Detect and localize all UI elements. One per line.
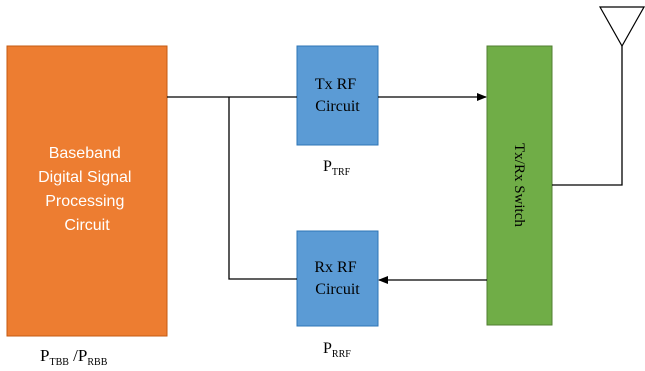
switch-rect <box>486 45 553 326</box>
baseband-line-4: Circuit <box>64 217 110 234</box>
baseband-line-2: Digital Signal <box>38 169 131 186</box>
rx-rf-line-2: Circuit <box>315 281 360 298</box>
baseband-power-label: PTBB /PRBB <box>40 346 108 368</box>
rx-rf-label: Rx RF Circuit <box>314 259 360 298</box>
baseband-block: Baseband Digital Signal Processing Circu… <box>6 45 168 368</box>
switch-to-antenna-line <box>552 46 623 186</box>
rx-rf-power-label: PRRF <box>323 340 351 360</box>
antenna-icon <box>598 6 645 48</box>
switch-label: Tx/Rx Switch <box>511 143 527 227</box>
tx-rf-line-2: Circuit <box>315 98 360 115</box>
tx-rf-label: Tx RF Circuit <box>315 76 360 115</box>
tx-rf-power-label: PTRF <box>323 158 351 178</box>
rx-rf-block: Rx RF Circuit PRRF <box>296 230 379 360</box>
baseband-rect <box>6 45 168 337</box>
tx-rf-block: Tx RF Circuit PTRF <box>296 45 379 178</box>
branch-to-rx-line <box>228 97 297 280</box>
rx-rf-line-1: Rx RF <box>314 259 356 276</box>
connections <box>167 46 623 284</box>
baseband-line-1: Baseband <box>49 145 121 162</box>
tx-rf-line-1: Tx RF <box>315 76 356 93</box>
tx-rf-rect <box>296 45 379 146</box>
rx-rf-rect <box>296 230 379 327</box>
baseband-line-3: Processing <box>45 193 124 210</box>
tx-rx-switch-block: Tx/Rx Switch <box>486 45 553 326</box>
baseband-label: Baseband Digital Signal Processing Circu… <box>38 145 136 234</box>
